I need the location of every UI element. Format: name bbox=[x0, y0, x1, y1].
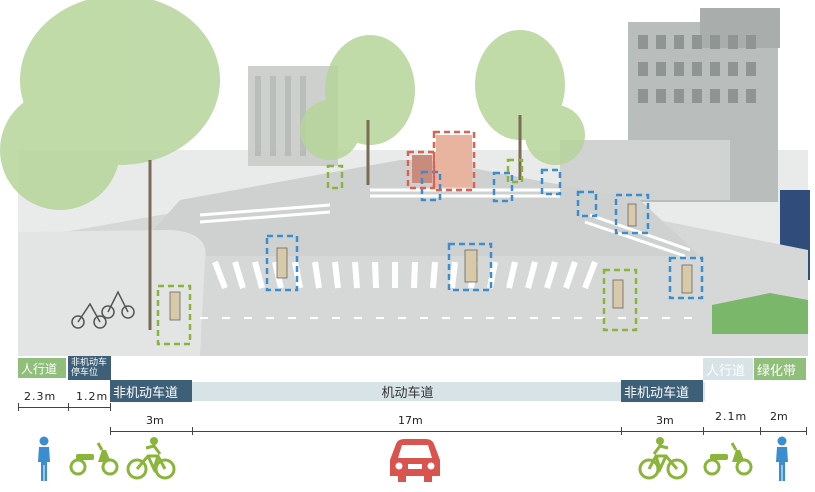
dim-line-left bbox=[18, 407, 110, 408]
sidewalk-left-text: 人行道 bbox=[21, 361, 58, 376]
cyclist-icon bbox=[126, 437, 176, 480]
parking-text-line2: 停车位 bbox=[71, 368, 99, 378]
dim-tick bbox=[110, 427, 111, 435]
pedestrian-icon bbox=[38, 436, 50, 481]
scooter-icon bbox=[69, 442, 119, 476]
dim-tick bbox=[192, 427, 193, 435]
label-sidewalk-left: 人行道 bbox=[18, 358, 66, 378]
detect-box-pedestrian bbox=[420, 170, 442, 202]
detect-box-vehicle bbox=[406, 150, 436, 190]
lane-nonmotor-left: 非机动车道 bbox=[110, 380, 192, 402]
dim-2m: 2m bbox=[770, 410, 788, 423]
dim-tick bbox=[703, 427, 704, 435]
detect-box-vehicle bbox=[432, 130, 476, 192]
trees bbox=[0, 0, 585, 210]
lane-motor: 机动车道 bbox=[110, 382, 705, 401]
dim-tick bbox=[18, 403, 19, 411]
street-perspective-scene bbox=[0, 0, 810, 356]
dim-17m: 17m bbox=[398, 414, 423, 427]
dim-line-lanes bbox=[110, 431, 807, 432]
label-nonmotor-parking: 非机动车 停车位 bbox=[68, 356, 111, 380]
car-icon bbox=[390, 439, 440, 482]
dim-3m-right: 3m bbox=[656, 414, 674, 427]
building-right bbox=[560, 8, 810, 280]
dim-1-2m: 1.2m bbox=[76, 390, 109, 403]
detect-box-pedestrian bbox=[668, 256, 704, 300]
dim-tick bbox=[760, 427, 761, 435]
label-green-belt: 绿化带 bbox=[754, 358, 806, 380]
dim-tick bbox=[621, 427, 622, 435]
detect-box-pedestrian bbox=[540, 168, 562, 196]
detect-box-pedestrian bbox=[265, 234, 299, 292]
dim-tick bbox=[806, 427, 807, 435]
detect-box-cyclist bbox=[506, 158, 524, 184]
lane-nonmotor-right-text: 非机动车道 bbox=[624, 385, 690, 401]
dim-2-1m: 2.1m bbox=[715, 410, 748, 423]
dim-2-3m: 2.3m bbox=[24, 390, 57, 403]
pedestrian-icon bbox=[776, 436, 788, 481]
parked-scooters bbox=[71, 290, 135, 329]
dim-tick bbox=[110, 403, 111, 411]
detect-box-pedestrian bbox=[447, 242, 493, 292]
green-belt-text: 绿化带 bbox=[757, 363, 797, 379]
cyclist-icon bbox=[638, 437, 688, 480]
detect-box-pedestrian bbox=[576, 190, 598, 218]
lane-nonmotor-right: 非机动车道 bbox=[621, 380, 703, 402]
parking-text-line1: 非机动车 bbox=[71, 358, 108, 368]
sidewalk-right-text: 人行道 bbox=[706, 363, 746, 379]
lane-motor-text: 机动车道 bbox=[381, 386, 434, 401]
lane-nonmotor-left-text: 非机动车道 bbox=[113, 385, 179, 401]
detect-box-cyclist bbox=[156, 284, 192, 346]
dim-3m-left: 3m bbox=[146, 414, 164, 427]
detect-box-cyclist bbox=[602, 268, 638, 332]
crosswalk-far bbox=[199, 188, 691, 258]
detect-box-cyclist bbox=[326, 164, 344, 190]
detect-box-pedestrian bbox=[614, 193, 650, 235]
label-sidewalk-right: 人行道 bbox=[703, 358, 753, 380]
detect-box-pedestrian bbox=[492, 171, 514, 203]
scooter-icon bbox=[703, 442, 753, 476]
dim-tick bbox=[68, 403, 69, 411]
truck-far bbox=[436, 135, 472, 187]
